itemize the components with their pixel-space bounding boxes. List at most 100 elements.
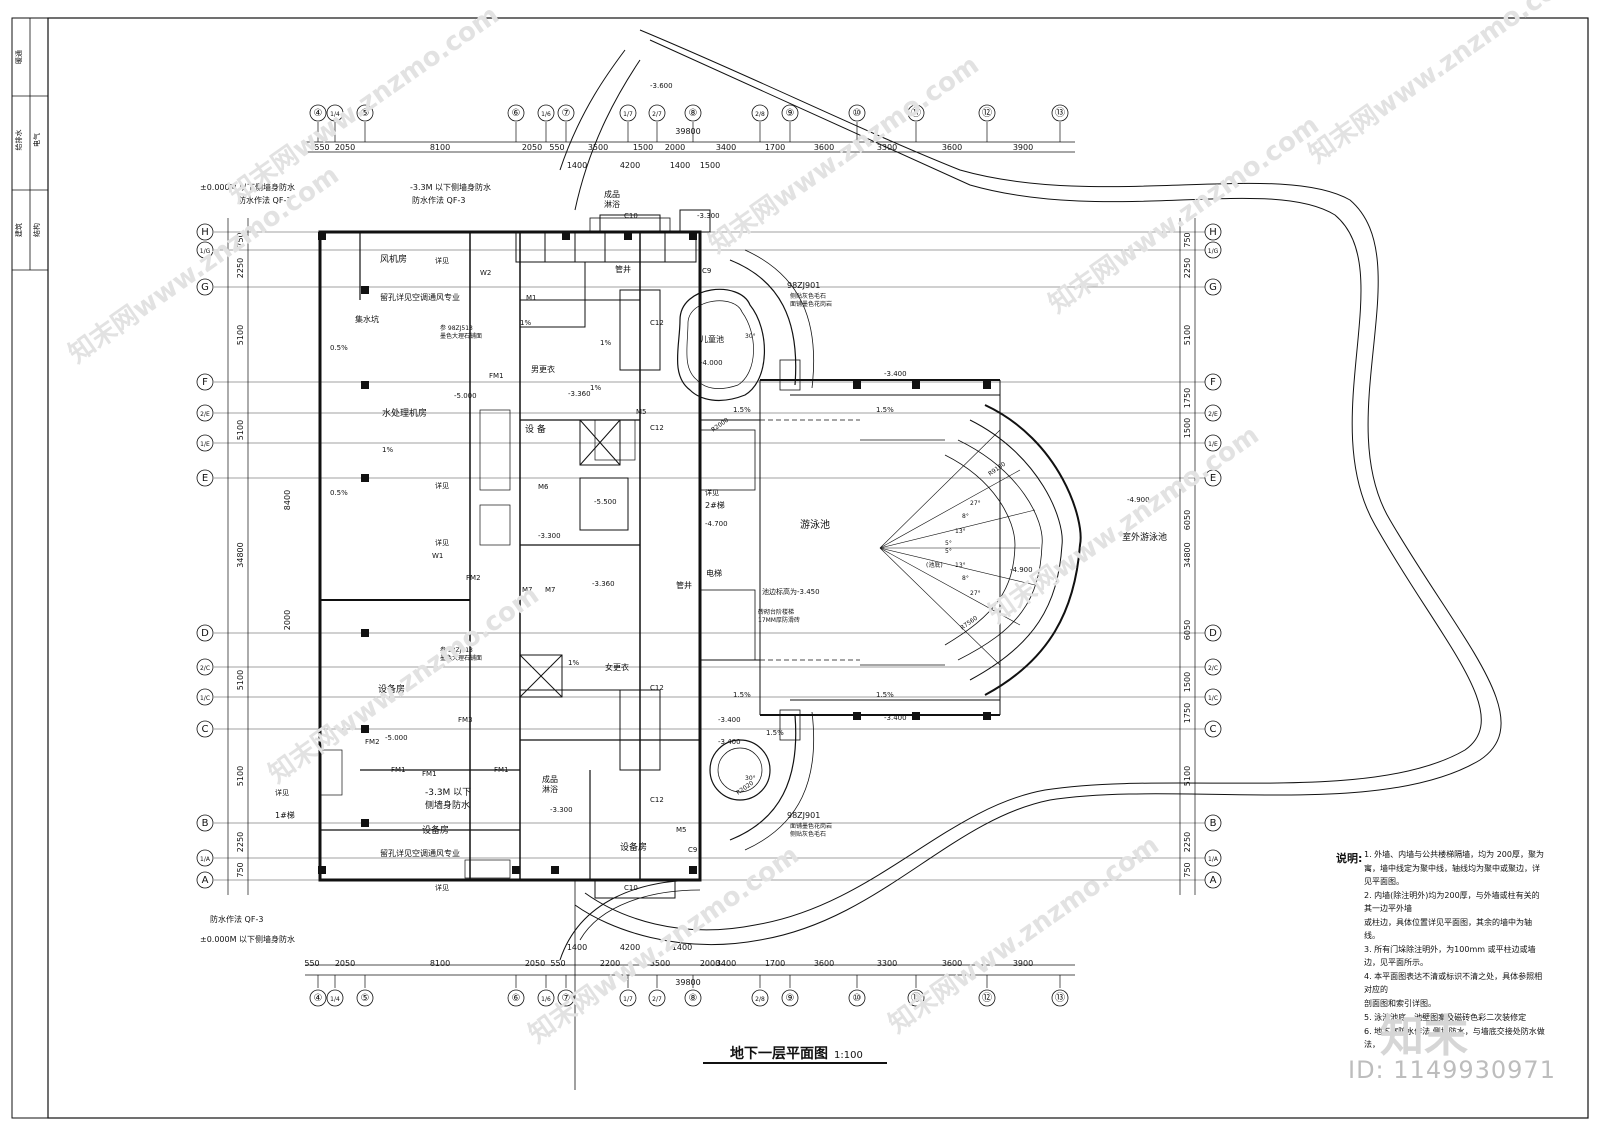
- waterproof-note: -3.3M 以下侧墙身防水: [410, 182, 491, 192]
- elevation-mark: -3.400: [884, 370, 907, 378]
- note-item: 3. 所有门垛除注明外，为100mm 或平柱边或墙边，见平面所示。: [1364, 945, 1536, 967]
- grid-col-label: 1/4: [330, 111, 340, 118]
- elevation-mark: -3.400: [718, 716, 741, 724]
- grid-col-bubble: [907, 104, 925, 122]
- stair-2: 2#梯: [705, 500, 725, 510]
- grid-lines: [214, 122, 1205, 988]
- room-shower-top: 淋浴: [604, 199, 620, 209]
- note-item: 2. 内墙(除注明外)均为200厚，与外墙或柱有关的其一边平外墙: [1364, 891, 1540, 913]
- top-strip: [515, 209, 711, 771]
- note-item: 寓，墙中线定为聚中线，轴线均为聚中或聚边，详见平面图。: [1364, 864, 1540, 886]
- grid-col-bubble: [848, 989, 866, 1007]
- room-equipment-br: 设备房: [620, 841, 647, 853]
- dim-left: 2250: [236, 258, 245, 278]
- site-arc-left: [574, 59, 641, 211]
- grid-row-bubble: [1204, 404, 1222, 422]
- door-window-tag: C12: [650, 319, 664, 327]
- side-strip-text: 暖通给排水电气建筑结构: [14, 50, 41, 237]
- grid-row-bubble: [196, 849, 214, 867]
- grid-col-bubble: [751, 989, 769, 1007]
- grid-row-label: 1/C: [1208, 695, 1218, 702]
- elevation-mark: -4.000: [700, 359, 723, 367]
- slope-mark: 1.5%: [766, 729, 784, 737]
- grid-row-bubble: [1204, 871, 1222, 889]
- waterproof-note: 侧墙身防水: [425, 799, 470, 811]
- door-window-tag: FM1: [391, 766, 406, 774]
- elevation-mark: -4.900: [1010, 566, 1033, 574]
- dim-left-inner: 8400: [283, 490, 292, 510]
- dim-left: 5100: [236, 766, 245, 786]
- grid-row-label: E: [202, 473, 208, 484]
- door-window-tag: C9: [702, 267, 711, 275]
- dim-right: 1500: [1183, 418, 1192, 438]
- grid-row-label: 2/C: [200, 665, 210, 672]
- marble-note: 参 98ZJ513: [440, 324, 473, 332]
- note-item: 5. 泳池池底、池壁图案及磁砖色彩二次装修定: [1364, 1013, 1527, 1022]
- column: [562, 232, 570, 240]
- column: [624, 232, 632, 240]
- dim-top: 3900: [1013, 143, 1033, 152]
- room-pool: 游泳池: [800, 518, 830, 531]
- dim-right: 1750: [1183, 703, 1192, 723]
- column: [361, 725, 369, 733]
- elevation-mark: -3.400: [718, 738, 741, 746]
- door-window-tag: C12: [650, 684, 664, 692]
- dim-right: 1750: [1183, 388, 1192, 408]
- angle-mark: 13°: [955, 562, 966, 569]
- room-men-locker: 男更衣: [531, 364, 555, 374]
- grid-row-label: H: [1209, 227, 1217, 238]
- elevator-shafts: [519, 419, 629, 698]
- details-note: 详见: [705, 488, 719, 497]
- elevation-mark: -3.300: [550, 806, 573, 814]
- grid-col-bubble: [781, 989, 799, 1007]
- slope-mark: 1%: [382, 446, 393, 454]
- grid-col-bubble: [309, 104, 327, 122]
- grid-col-label: ⑫: [982, 107, 992, 119]
- grid-col-label: ⑤: [361, 993, 370, 1004]
- dimension-lines: [227, 141, 1196, 976]
- slope-mark: 1.5%: [733, 691, 751, 699]
- dim-top-sub: 1500: [700, 161, 720, 170]
- grid-col-bubble: [978, 989, 996, 1007]
- grid-col-label: ⑩: [853, 993, 862, 1004]
- grid-row-label: 1/A: [200, 856, 211, 863]
- room-equipment-small: 设 备: [525, 423, 546, 435]
- notes-list: 1. 外墙、内墙与公共楼梯隔墙，均为 200厚，聚为 寓，墙中线定为聚中线，轴线…: [1336, 848, 1546, 1051]
- dim-bottom: 3900: [1013, 959, 1033, 968]
- column: [912, 381, 920, 389]
- waterproof-note: ±0.000M 以下侧墙身防水: [200, 934, 295, 944]
- dim-bottom-total: 39800: [675, 978, 700, 987]
- dim-left: 5100: [236, 420, 245, 440]
- hole-note: 留孔详见空调通风专业: [380, 292, 460, 302]
- grid-col-label: 2/7: [652, 996, 662, 1003]
- dim-top: 1500: [633, 143, 653, 152]
- dim-left: 750: [236, 232, 245, 247]
- dim-right: 750: [1183, 232, 1192, 247]
- grid-col-label: ⑪: [911, 107, 921, 119]
- grid-row-bubble: [196, 278, 214, 296]
- grid-col-label: ⑥: [512, 993, 521, 1004]
- dim-bottom: 2000: [700, 959, 720, 968]
- room-outdoor-pool: 室外游泳池: [1122, 531, 1167, 543]
- door-window-tag: M5: [636, 408, 647, 416]
- side-strip-label: 结构: [32, 223, 41, 237]
- dim-top-sub: 4200: [620, 161, 640, 170]
- column-round: [361, 286, 369, 294]
- dim-top-total: 39800: [675, 127, 700, 136]
- site-arc-left2: [559, 49, 626, 171]
- dim-top: 3300: [877, 143, 897, 152]
- door-window-tag: M7: [522, 586, 533, 594]
- elevator-note: 电梯: [706, 568, 722, 578]
- dim-right: 6050: [1183, 510, 1192, 530]
- grid-row-bubble: [196, 223, 214, 241]
- grid-row-bubble: [196, 720, 214, 738]
- column-round: [361, 474, 369, 482]
- grid-col-label: 1/6: [541, 996, 551, 1003]
- room-shower-bottom: 成品: [542, 774, 558, 784]
- dim-bottom: 550: [304, 959, 319, 968]
- grid-col-bubble: [309, 989, 327, 1007]
- grid-row-bubble: [196, 624, 214, 642]
- dim-bottom-sub: 4200: [620, 943, 640, 952]
- door-window-tag: M6: [538, 483, 549, 491]
- ref-note: 面铺墨色花岗岩: [790, 822, 832, 830]
